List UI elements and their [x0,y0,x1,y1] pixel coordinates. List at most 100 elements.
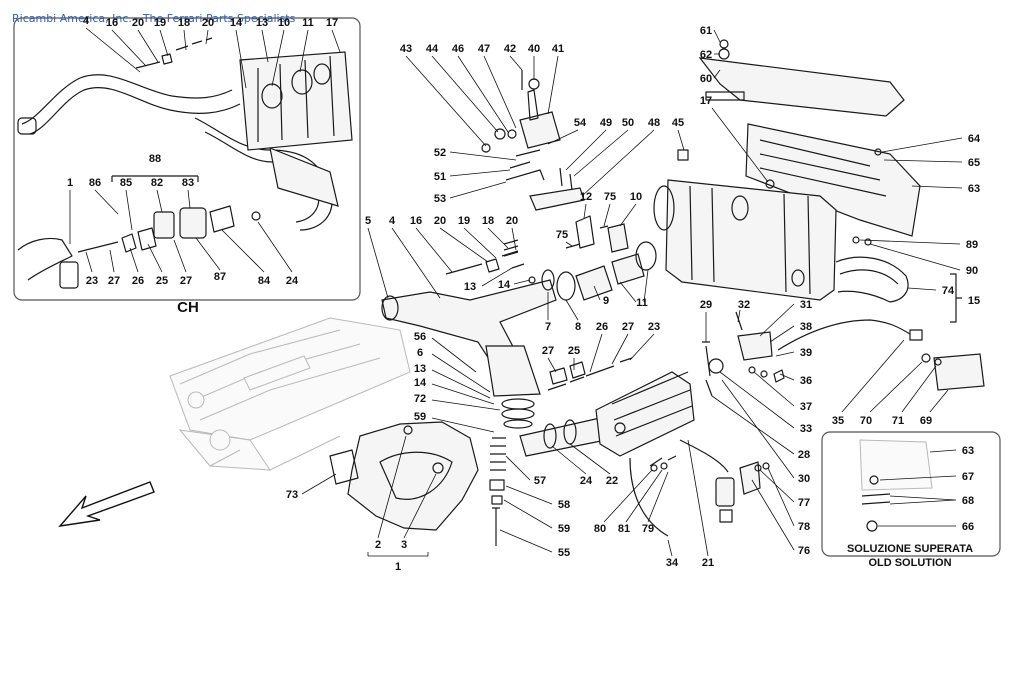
callout-33: 33 [800,423,812,435]
callout-59-lower: 59 [558,523,570,535]
callout-58: 58 [558,499,570,511]
washer-81 [660,462,668,470]
connector-21b [719,509,733,523]
callout-12: 12 [580,191,592,203]
washer-36 [760,370,768,378]
callout-89: 89 [966,239,978,251]
callout-75: 75 [604,191,616,203]
old-solution-label-en: OLD SOLUTION [868,557,951,569]
old-washer-67 [869,475,879,485]
leaders-54-17 [547,107,769,197]
callout-18-main: 18 [482,215,494,227]
callout-11: 11 [302,17,314,29]
heat-shield-ribs [759,139,887,197]
spring-set-rear [549,361,586,385]
bolt-55 [492,507,500,546]
catalyst-upper [485,345,541,397]
callout-57: 57 [534,475,546,487]
lambda-boss [614,422,626,434]
callout-62: 62 [700,49,712,61]
inset-gasket-b [291,69,313,95]
callout-19-main: 19 [458,215,470,227]
clip-75 [565,243,581,249]
callout-20-main-b: 20 [506,215,518,227]
inset-clamp-82 [153,211,175,239]
module-69 [933,353,985,391]
bracket-48 [529,187,585,211]
inset-label-ch: CH [177,299,199,316]
spacer-58 [489,479,505,491]
muffler-end [653,185,675,231]
callout-11-main: 11 [636,297,648,309]
callout-55: 55 [558,547,570,559]
bolt-13 [511,263,525,269]
nut-61 [719,39,729,49]
clip-45 [677,149,689,161]
callout-18: 18 [178,17,190,29]
upper-pipe-parts [445,215,657,301]
callout-64: 64 [968,133,981,145]
callout-53: 53 [434,193,446,205]
callout-42: 42 [504,43,516,55]
washer-59 [491,495,503,505]
callout-34: 34 [666,557,679,569]
callout-23: 23 [86,275,98,287]
old-shield-63 [859,439,933,491]
heat-shield-63 [745,123,921,237]
old-solution-box [821,431,1001,557]
callout-49: 49 [600,117,612,129]
sensor-assembly [629,311,985,537]
callout-25: 25 [156,275,168,287]
clip-75b [599,225,609,229]
callout-85: 85 [120,177,132,189]
callout-16: 16 [106,17,118,29]
callout-23-main: 23 [648,321,660,333]
seal-8 [556,271,576,301]
callout-8: 8 [575,321,581,333]
callout-28: 28 [798,449,810,461]
inset-flange-84 [209,205,235,233]
leaders-2-1 [367,435,437,557]
engine-port-2 [209,429,231,451]
callout-71: 71 [892,415,904,427]
inset-leaders-bottom [85,221,293,273]
nut-17 [765,179,775,189]
callout-14: 14 [230,17,243,29]
inset-clamp-parts [77,227,157,253]
sleeve-9 [575,265,613,301]
bushing-33 [708,358,724,374]
inset-nut-24 [251,211,261,221]
engine-block-faint [169,317,411,471]
spring-57 [490,437,506,471]
callout-13: 13 [256,17,268,29]
clamp-76 [739,461,761,495]
callout-24: 24 [286,275,299,287]
inset-flange-left [17,117,37,135]
callout-43: 43 [400,43,412,55]
engine-cam-cover [169,317,411,441]
callout-90: 90 [966,265,978,277]
clamp-bolt-set [547,357,633,391]
callout-1-main: 1 [395,561,401,573]
callout-10: 10 [278,17,290,29]
callout-44: 44 [426,43,439,55]
connector-35 [909,329,923,341]
pipe-stub-12 [575,215,595,249]
leaders-61-60 [713,29,721,79]
muffler-assembly [653,39,962,323]
leaders-12-10 [565,203,637,247]
callout-63: 63 [968,183,980,195]
callout-52: 52 [434,147,446,159]
leaders-top-bracket [405,55,559,147]
callout-73: 73 [286,489,298,501]
callout-61: 61 [700,25,712,37]
bolts-49-50 [559,167,573,191]
tailpipe-74b [839,269,899,285]
callout-39: 39 [800,347,812,359]
callout-15: 15 [968,295,980,307]
callout-75b: 75 [556,229,568,241]
bracket-parts [481,70,689,211]
leaders-80-21 [603,439,709,557]
callout-17-main: 17 [700,95,712,107]
